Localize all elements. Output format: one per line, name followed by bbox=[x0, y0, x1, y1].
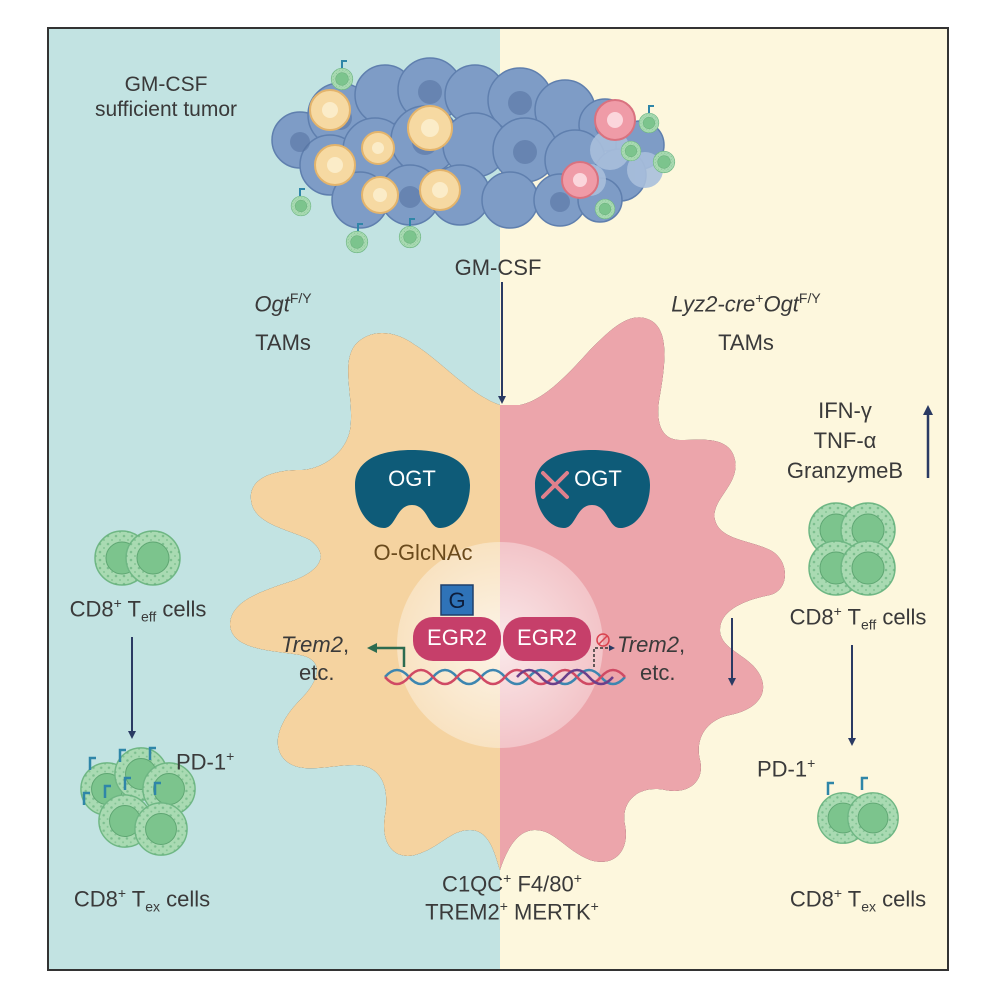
trem2-right-label: Trem2, bbox=[617, 632, 685, 658]
trem2-left-comma: , bbox=[342, 632, 350, 657]
left-genotype-label: OgtF/Y bbox=[254, 290, 311, 318]
egr2-right-protein bbox=[503, 617, 591, 661]
right-tex-cells bbox=[817, 792, 899, 844]
right-teff-t: T bbox=[841, 604, 861, 630]
markers-line1: C1QC+ F4/80+ bbox=[442, 870, 582, 898]
left-teff-label: CD8+ Teff cells bbox=[70, 595, 207, 626]
etc-right-label: etc. bbox=[640, 660, 676, 685]
egr2-left-label: EGR2 bbox=[427, 625, 487, 650]
right-teff-cells bbox=[808, 502, 896, 596]
tumor-label: GM-CSF sufficient tumor bbox=[95, 72, 237, 122]
right-genotype-sup: F/Y bbox=[798, 290, 821, 306]
right-cre-sup: + bbox=[755, 290, 764, 306]
left-teff-cd8: CD8 bbox=[69, 596, 114, 622]
tumor-label-line2: sufficient tumor bbox=[94, 98, 238, 122]
right-pd1-text: PD-1 bbox=[757, 756, 808, 782]
left-pd1-text: PD-1 bbox=[176, 749, 227, 775]
right-genotype-gene: Ogt bbox=[763, 291, 799, 317]
right-tex-sup: + bbox=[833, 885, 843, 901]
left-tex-sub: ex bbox=[145, 898, 161, 915]
left-tex-cd8: CD8 bbox=[73, 886, 118, 912]
left-teff-sup: + bbox=[113, 595, 122, 611]
egr2-right-label: EGR2 bbox=[517, 625, 577, 650]
left-genotype-gene: Ogt bbox=[254, 291, 290, 317]
ogt-enzyme-left bbox=[355, 450, 470, 528]
etc-left-label: etc. bbox=[299, 660, 335, 685]
tumor-label-line1: GM-CSF bbox=[124, 73, 208, 96]
right-tex-label: CD8+ Tex cells bbox=[790, 885, 926, 916]
right-tams-label: TAMs bbox=[718, 330, 774, 355]
right-teff-cd8: CD8 bbox=[789, 604, 834, 630]
transcription-arrow-right bbox=[593, 645, 615, 667]
cytokine-tnfa: TNF-α bbox=[813, 428, 877, 453]
right-tex-t: T bbox=[842, 886, 862, 912]
ogt-enzyme-right bbox=[535, 450, 650, 528]
right-genotype-label: Lyz2-cre+OgtF/Y bbox=[671, 290, 820, 318]
right-teff-cells: cells bbox=[876, 604, 927, 630]
right-genotype-cre: Lyz2-cre bbox=[671, 291, 756, 317]
left-pd1-label: PD-1+ bbox=[176, 748, 234, 776]
right-tex-sub: ex bbox=[861, 898, 877, 915]
markers-line2: TREM2+ MERTK+ bbox=[425, 898, 599, 926]
left-tams-label: TAMs bbox=[255, 330, 311, 355]
ogt-left-label: OGT bbox=[388, 466, 436, 491]
marker-f480: F4/80 bbox=[517, 871, 574, 897]
left-teff-cells: cells bbox=[156, 596, 207, 622]
tumor-cluster bbox=[271, 57, 676, 254]
left-genotype-sup: F/Y bbox=[289, 290, 312, 306]
marker-trem2: TREM2 bbox=[425, 899, 500, 925]
trem2-left-label: Trem2, bbox=[281, 632, 349, 658]
right-tex-cells: cells bbox=[876, 886, 927, 912]
right-pd1-label: PD-1+ bbox=[757, 755, 815, 783]
transcription-arrow-left bbox=[367, 643, 406, 667]
marker-trem2-sup: + bbox=[499, 898, 508, 914]
g-tag-label: G bbox=[448, 588, 466, 613]
left-teff-sub: eff bbox=[140, 608, 157, 625]
o-glcnac-tag bbox=[440, 584, 474, 616]
pd1-receptors-left bbox=[82, 746, 161, 805]
right-teff-label: CD8+ Teff cells bbox=[790, 603, 927, 634]
left-teff-t: T bbox=[121, 596, 141, 622]
ogt-right-label: OGT bbox=[574, 466, 622, 491]
left-tex-label: CD8+ Tex cells bbox=[74, 885, 210, 916]
knockout-cross-icon bbox=[541, 471, 569, 499]
marker-c1qc: C1QC bbox=[442, 871, 504, 897]
right-pd1-sup: + bbox=[807, 755, 816, 771]
cytokine-granzymeb: GranzymeB bbox=[786, 458, 904, 483]
marker-mertk-sup: + bbox=[590, 898, 599, 914]
marker-mertk: MERTK bbox=[514, 899, 591, 925]
marker-f480-sup: + bbox=[573, 870, 582, 886]
right-tex-cd8: CD8 bbox=[789, 886, 834, 912]
gmcsf-label: GM-CSF bbox=[454, 255, 542, 280]
right-teff-sup: + bbox=[833, 603, 842, 619]
trem2-right-gene: Trem2 bbox=[617, 632, 679, 657]
left-tex-t: T bbox=[126, 886, 146, 912]
pd1-receptors-right bbox=[826, 776, 868, 795]
left-teff-cells bbox=[94, 530, 181, 586]
figure-border bbox=[47, 27, 949, 971]
left-pd1-sup: + bbox=[226, 748, 235, 764]
trem2-left-gene: Trem2 bbox=[281, 632, 343, 657]
dna-helix bbox=[384, 668, 626, 686]
blocked-icon bbox=[596, 633, 610, 647]
right-teff-sub: eff bbox=[860, 616, 877, 633]
glcnac-label: O-GlcNAc bbox=[373, 540, 473, 565]
left-tex-cells: cells bbox=[160, 886, 211, 912]
cytokine-ifng: IFN-γ bbox=[818, 398, 872, 423]
egr2-left-protein bbox=[413, 617, 501, 661]
left-tex-sup: + bbox=[117, 885, 127, 901]
marker-c1qc-sup: + bbox=[503, 870, 512, 886]
trem2-right-comma: , bbox=[678, 632, 686, 657]
